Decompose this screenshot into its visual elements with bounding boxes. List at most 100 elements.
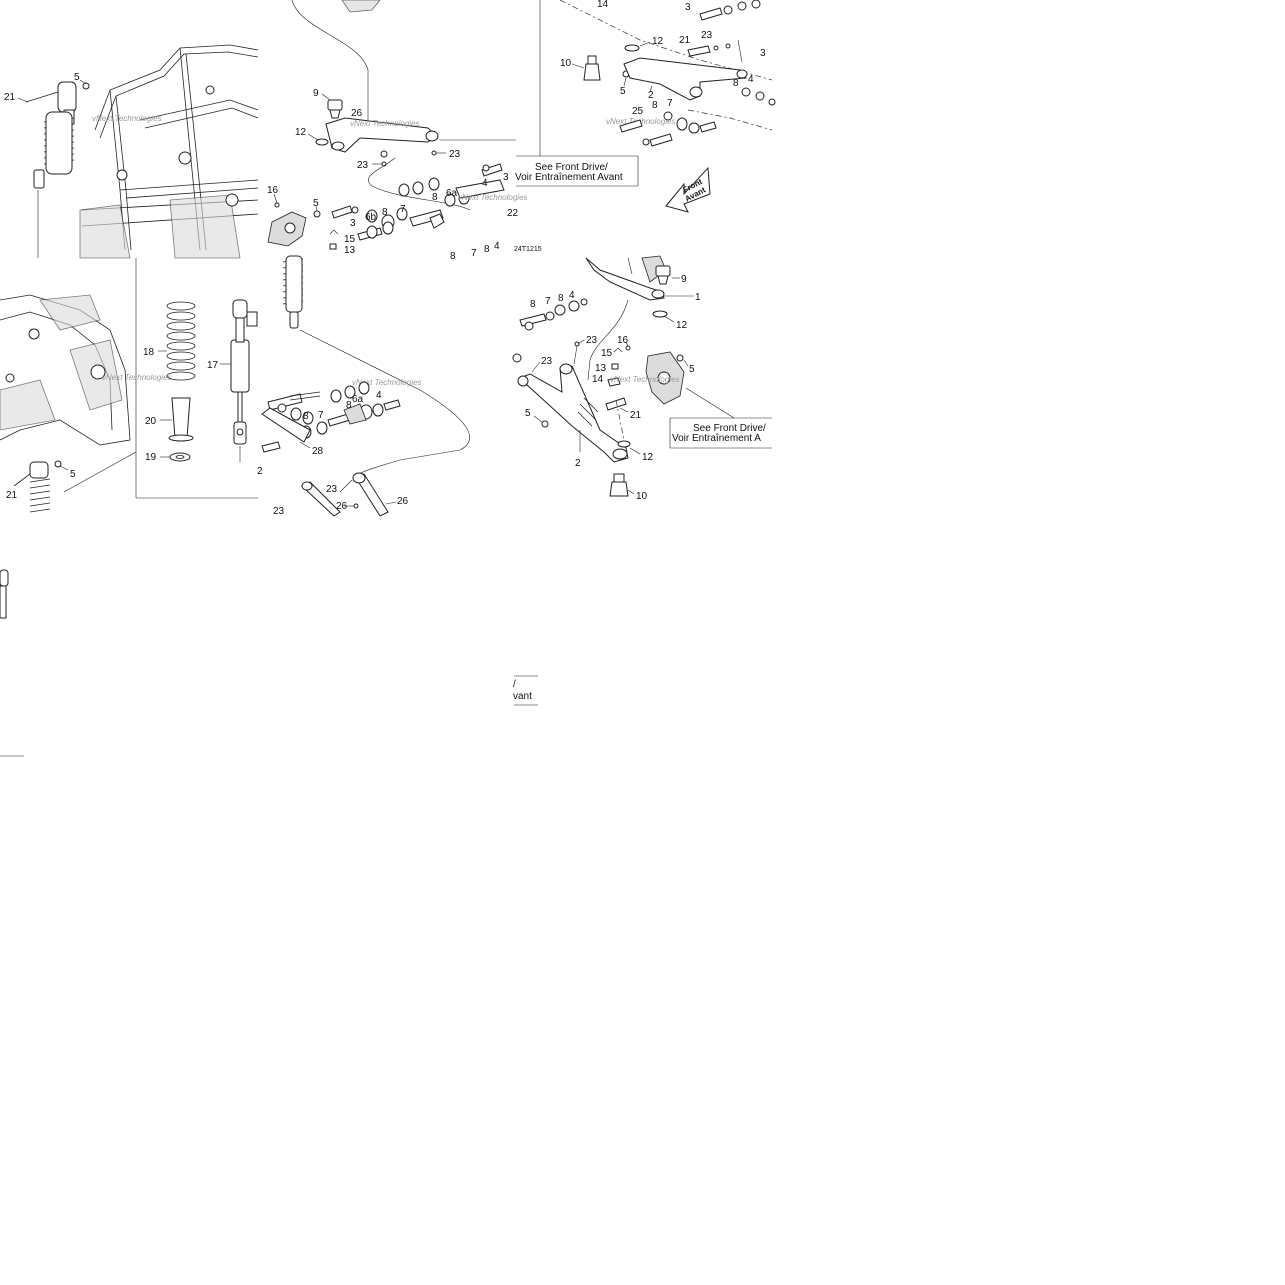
ball-joint-lower xyxy=(655,265,671,277)
callout-8: 8 xyxy=(382,207,388,218)
callout-23: 23 xyxy=(326,484,338,495)
front-direction-arrow: Front Avant xyxy=(665,166,711,213)
note-voir-entrainement: Voir Entraînement Avant xyxy=(515,172,623,183)
vehicle-frame-top xyxy=(79,44,259,259)
callout-28: 28 xyxy=(312,446,324,457)
callout-3: 3 xyxy=(503,172,509,183)
callout-4: 4 xyxy=(494,241,500,252)
callout-21: 21 xyxy=(679,35,691,46)
callout-1: 1 xyxy=(695,292,701,303)
callout-2: 2 xyxy=(575,458,581,469)
callout-23: 23 xyxy=(449,149,461,160)
callout-8: 8 xyxy=(484,244,490,255)
callout-6a: 6a xyxy=(352,394,364,405)
callout-15: 15 xyxy=(601,348,613,359)
callout-16: 16 xyxy=(617,335,629,346)
callout-22: 22 xyxy=(507,208,519,219)
callout-13: 13 xyxy=(344,245,356,256)
callout-6a: 6a xyxy=(446,188,458,199)
panel-upper-arm: 9 vNext Technologies 26 12 23 23 xyxy=(267,0,639,262)
stray-fragments: / vant xyxy=(0,569,538,757)
callout-12: 12 xyxy=(295,127,307,138)
callout-12: 12 xyxy=(652,36,664,47)
callout-5: 5 xyxy=(70,469,76,480)
callout-23: 23 xyxy=(701,30,713,41)
callout-23: 23 xyxy=(586,335,598,346)
callout-21: 21 xyxy=(630,410,642,421)
upper-right-a-arm xyxy=(623,57,748,101)
callout-8: 8 xyxy=(346,400,352,411)
steering-knuckle xyxy=(267,193,307,247)
callout-4: 4 xyxy=(482,178,488,189)
watermark: vNext Technologies xyxy=(350,119,420,128)
callout-14: 14 xyxy=(592,374,604,385)
bump-stop xyxy=(160,397,194,442)
callout-23: 23 xyxy=(357,160,369,171)
callout-4: 4 xyxy=(748,74,754,85)
retaining-ring xyxy=(315,138,329,146)
note-see-front-drive: See Front Drive/ xyxy=(693,423,766,434)
callout-23: 23 xyxy=(273,506,285,517)
callout-20: 20 xyxy=(145,416,157,427)
ball-joint-top xyxy=(321,93,343,119)
callout-3: 3 xyxy=(685,2,691,13)
callout-7: 7 xyxy=(400,204,406,215)
callout-14: 14 xyxy=(597,0,609,10)
watermark: vNext Technologies xyxy=(92,114,162,123)
callout-8: 8 xyxy=(530,299,536,310)
callout-12: 12 xyxy=(642,452,654,463)
vehicle-frame-bottom xyxy=(0,294,131,446)
see-front-drive-note-1: See Front Drive/ Voir Entraînement Avant xyxy=(515,0,639,187)
fragment-slash: / xyxy=(513,679,516,690)
callout-9: 9 xyxy=(313,88,319,99)
callout-12: 12 xyxy=(676,320,688,331)
callout-3: 3 xyxy=(350,218,356,229)
callout-8: 8 xyxy=(652,100,658,111)
callout-10: 10 xyxy=(560,58,572,69)
panel-frame-spring: vNext Technologies 5 21 18 xyxy=(0,258,258,513)
ball-joint-right xyxy=(571,55,601,81)
spring-washer xyxy=(160,452,191,462)
callout-7: 7 xyxy=(318,410,324,421)
callout-8: 8 xyxy=(432,192,438,203)
shock-spring-middle xyxy=(282,255,304,329)
callout-26: 26 xyxy=(397,496,409,507)
watermark: vNext Technologies xyxy=(458,193,528,202)
note-voir-entrainement: Voir Entraînement A xyxy=(672,433,761,444)
callout-8: 8 xyxy=(558,293,564,304)
callout-5: 5 xyxy=(689,364,695,375)
callout-26: 26 xyxy=(351,108,363,119)
shock-body xyxy=(220,299,258,445)
callout-7: 7 xyxy=(667,98,673,109)
callout-13: 13 xyxy=(595,363,607,374)
callout-8: 8 xyxy=(450,251,456,262)
arm-upper-fragment xyxy=(585,257,665,301)
callout-19: 19 xyxy=(145,452,157,463)
callout-4: 4 xyxy=(376,390,382,401)
bolt-bushing-row xyxy=(331,163,505,241)
callout-6b: 6b xyxy=(365,212,377,223)
callout-5: 5 xyxy=(525,408,531,419)
callout-9: 9 xyxy=(681,274,687,285)
callout-15: 15 xyxy=(344,234,356,245)
coil-spring xyxy=(158,301,196,381)
panel-upper-right-arm: 14 3 12 21 23 3 10 5 2 7 xyxy=(559,0,776,213)
fragment-vant: vant xyxy=(513,691,532,702)
callout-10: 10 xyxy=(636,491,648,502)
see-front-drive-note-2: See Front Drive/ Voir Entraînement A xyxy=(669,387,772,449)
callout-7: 7 xyxy=(545,296,551,307)
callout-7: 7 xyxy=(471,248,477,259)
callout-8: 8 xyxy=(733,78,739,89)
callout-25: 25 xyxy=(632,106,644,117)
lower-a-arm xyxy=(517,363,629,463)
callout-2: 2 xyxy=(648,90,654,101)
callout-4: 4 xyxy=(569,290,575,301)
panel-lower-arm: 1 9 8 7 8 4 12 23 xyxy=(512,255,772,502)
callout-26: 26 xyxy=(336,501,348,512)
ball-joint-bottom xyxy=(609,473,635,497)
steering-knuckle-lower xyxy=(625,341,689,405)
callout-17: 17 xyxy=(207,360,219,371)
callout-21: 21 xyxy=(4,92,16,103)
callout-2: 2 xyxy=(257,466,263,477)
